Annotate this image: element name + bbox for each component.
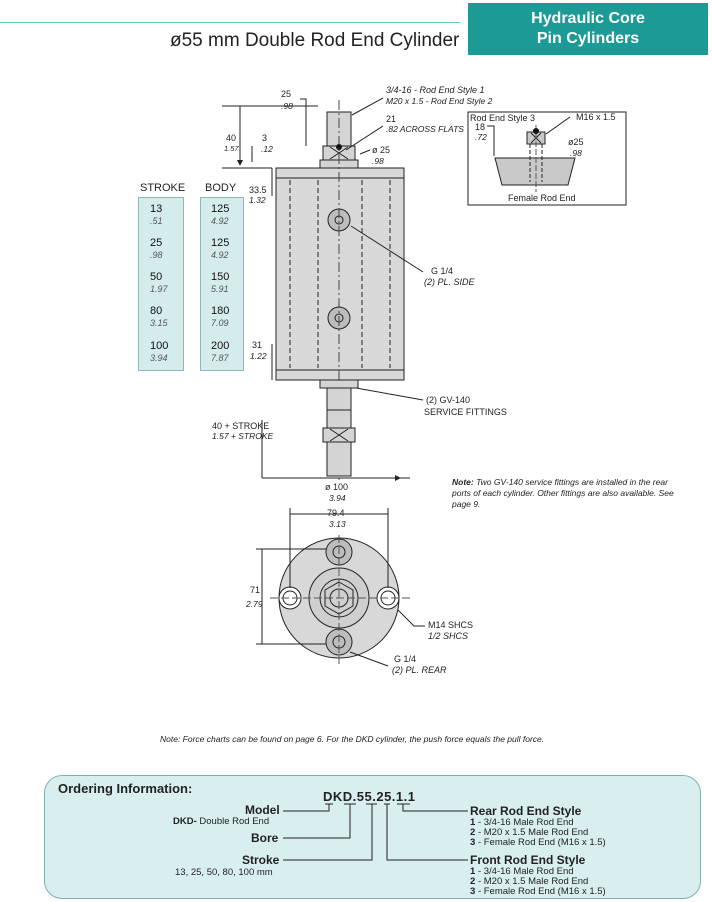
stroke-dim: 40 + STROKE xyxy=(212,421,269,431)
dim-335: 33.5 xyxy=(249,185,267,195)
model-label: Model xyxy=(245,803,280,817)
list-item: 3 - Female Rod End (M16 x 1.5) xyxy=(470,886,606,897)
category-badge: Hydraulic Core Pin Cylinders xyxy=(468,3,708,55)
header-rule xyxy=(0,22,460,23)
dim-40: 40 xyxy=(226,133,236,143)
rear-rod-end-title: Rear Rod End Style xyxy=(470,804,582,818)
list-item: 2 - M20 x 1.5 Male Rod End xyxy=(470,876,589,887)
dim-25: 25 xyxy=(281,89,291,99)
dim-12: .12 xyxy=(261,144,273,154)
stroke-label: Stroke xyxy=(242,853,280,867)
inset-m16: M16 x 1.5 xyxy=(576,112,616,122)
model-code: DKD.55.25.1.1 xyxy=(323,789,416,804)
dim-279: 2.79 xyxy=(245,599,263,609)
force-chart-note: Note: Force charts can be found on page … xyxy=(160,734,545,744)
inset-dia25: ø25 xyxy=(568,137,584,147)
dim-31: 31 xyxy=(252,340,262,350)
ordering-title: Ordering Information: xyxy=(58,781,193,796)
stroke-options: 13, 25, 50, 80, 100 mm xyxy=(175,867,273,878)
front-rod-end-title: Front Rod End Style xyxy=(470,853,586,867)
dim-794: 79.4 xyxy=(327,508,345,518)
bore-label: Bore xyxy=(251,831,279,845)
dim-71: 71 xyxy=(250,585,260,595)
flats-21: 21 xyxy=(386,114,396,124)
dim-122: 1.22 xyxy=(250,351,267,361)
page-title: ø55 mm Double Rod End Cylinder xyxy=(170,30,460,51)
list-item: 2 - M20 x 1.5 Male Rod End xyxy=(470,827,589,838)
cylinder-body xyxy=(275,167,405,381)
gv-label-2: SERVICE FITTINGS xyxy=(424,407,507,417)
g14-rear: G 1/4 xyxy=(394,654,416,664)
m14-shcs: M14 SHCS xyxy=(428,620,473,630)
dia-25-in: .98 xyxy=(372,156,384,166)
model-desc: DKD- Double Rod End xyxy=(173,816,270,827)
dia-100-in: 3.94 xyxy=(329,493,346,503)
list-item: 1 - 3/4-16 Male Rod End xyxy=(470,866,574,877)
dim-132: 1.32 xyxy=(249,195,266,205)
dim-3: 3 xyxy=(262,133,267,143)
stroke-dim-in: 1.57 + STROKE xyxy=(212,431,274,441)
thread-style-1: 3/4-16 - Rod End Style 1 xyxy=(386,85,485,95)
inset-18: 18 xyxy=(475,122,485,132)
dim-313: 3.13 xyxy=(329,519,346,529)
g14-rear-sub: (2) PL. REAR xyxy=(392,665,447,675)
dia-100: ø 100 xyxy=(325,482,348,492)
inset-98: .98 xyxy=(570,148,582,158)
g14-side: G 1/4 xyxy=(431,266,453,276)
list-item: 1 - 3/4-16 Male Rod End xyxy=(470,817,574,828)
inset-72: .72 xyxy=(475,132,487,142)
body-column xyxy=(200,197,244,371)
gv-label: (2) GV-140 xyxy=(426,395,470,405)
g14-side-sub: (2) PL. SIDE xyxy=(424,277,476,287)
thread-style-2: M20 x 1.5 - Rod End Style 2 xyxy=(386,96,493,106)
body-header: BODY xyxy=(205,182,237,194)
inset-title: Rod End Style 3 xyxy=(470,113,535,123)
dim-98: .98 xyxy=(281,101,293,111)
dim-157: 1.57 xyxy=(224,144,239,153)
stroke-header: STROKE xyxy=(140,182,186,194)
m14-shcs-in: 1/2 SHCS xyxy=(428,631,468,641)
flats-label: .82 ACROSS FLATS xyxy=(386,124,464,134)
cylinder-drawing: 25 .98 40 1.57 3 .12 3/4-16 - Rod End St… xyxy=(212,85,627,675)
service-fitting-note: Note: Two GV-140 service fittings are in… xyxy=(452,477,674,509)
dia-25: ø 25 xyxy=(372,145,390,155)
stroke-column xyxy=(138,197,184,371)
rear-rod xyxy=(326,441,352,477)
badge-line-1: Hydraulic Core xyxy=(531,10,645,27)
list-item: 3 - Female Rod End (M16 x 1.5) xyxy=(470,837,606,848)
inset-caption: Female Rod End xyxy=(508,193,576,203)
badge-line-2: Pin Cylinders xyxy=(536,30,640,47)
